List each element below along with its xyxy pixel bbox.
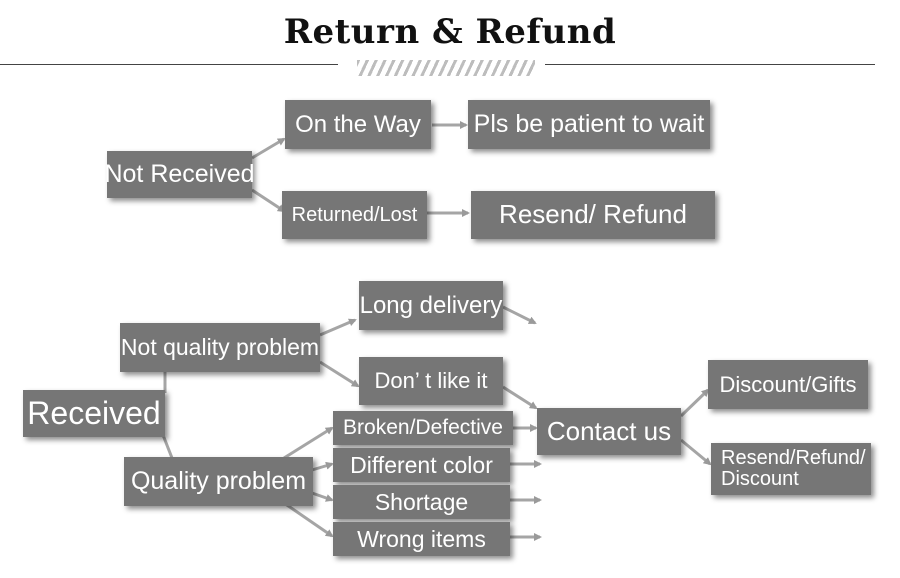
arrow-contact-resend	[680, 438, 712, 466]
box-be-patient: Pls be patient to wait	[468, 100, 710, 149]
arrow-quality-color	[311, 461, 334, 472]
arrow-contact-discount	[679, 388, 710, 418]
box-wrong-items: Wrong items	[333, 522, 510, 556]
arrow-notquality-dontlike	[319, 360, 360, 388]
box-shortage: Shortage	[333, 485, 510, 519]
title-rule-left	[0, 64, 338, 65]
box-different-color: Different color	[333, 448, 510, 482]
arrow-notquality-longdelivery	[319, 318, 357, 337]
box-returned-lost: Returned/Lost	[282, 191, 427, 239]
arrow-longdelivery-out	[502, 305, 537, 325]
box-dont-like-it: Don’ t like it	[359, 357, 503, 405]
box-on-the-way: On the Way	[285, 100, 431, 149]
arrow-notreceived-returned	[251, 188, 286, 213]
box-not-quality-problem: Not quality problem	[120, 323, 320, 372]
arrow-notreceived-ontheway	[251, 137, 286, 160]
box-broken-defective: Broken/Defective	[333, 411, 513, 445]
box-resend-refund-discount: Resend/Refund/ Discount	[711, 443, 871, 495]
box-resend-refund: Resend/ Refund	[471, 191, 715, 239]
box-contact-us: Contact us	[537, 408, 681, 455]
arrow-quality-shortage	[311, 491, 334, 502]
box-discount-gifts: Discount/Gifts	[708, 360, 868, 409]
arrow-dontlike-contact	[502, 385, 538, 410]
arrow-quality-broken	[283, 426, 334, 460]
title-rule-right	[545, 64, 875, 65]
page-title: Return & Refund	[283, 12, 617, 52]
box-not-received: Not Received	[104, 151, 255, 198]
title-hatch-decoration	[357, 60, 535, 76]
link-received-quality	[161, 434, 174, 459]
box-long-delivery: Long delivery	[359, 281, 503, 330]
arrow-quality-wrong	[283, 501, 334, 538]
box-quality-problem: Quality problem	[124, 457, 313, 506]
box-received: Received	[23, 390, 165, 437]
